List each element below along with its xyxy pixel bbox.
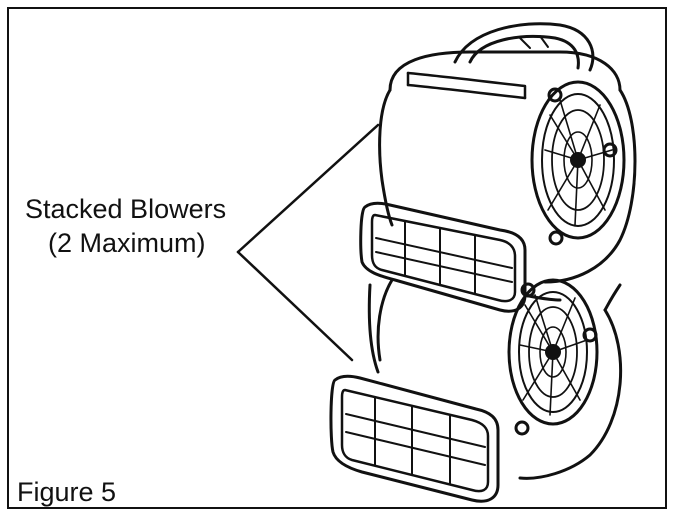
callout-label-line2: (2 Maximum)	[48, 228, 206, 258]
top-fan-grill	[530, 80, 626, 246]
bottom-blower-outlet	[329, 374, 500, 503]
bottom-blower-housing	[367, 283, 623, 480]
carry-handle	[453, 22, 595, 72]
top-blower-housing	[378, 50, 637, 284]
callout-label-line1: Stacked Blowers	[25, 194, 227, 224]
figure-caption: Figure 5	[17, 477, 117, 507]
bottom-fan-grill	[507, 278, 599, 436]
callout-leader-lines	[236, 123, 380, 362]
